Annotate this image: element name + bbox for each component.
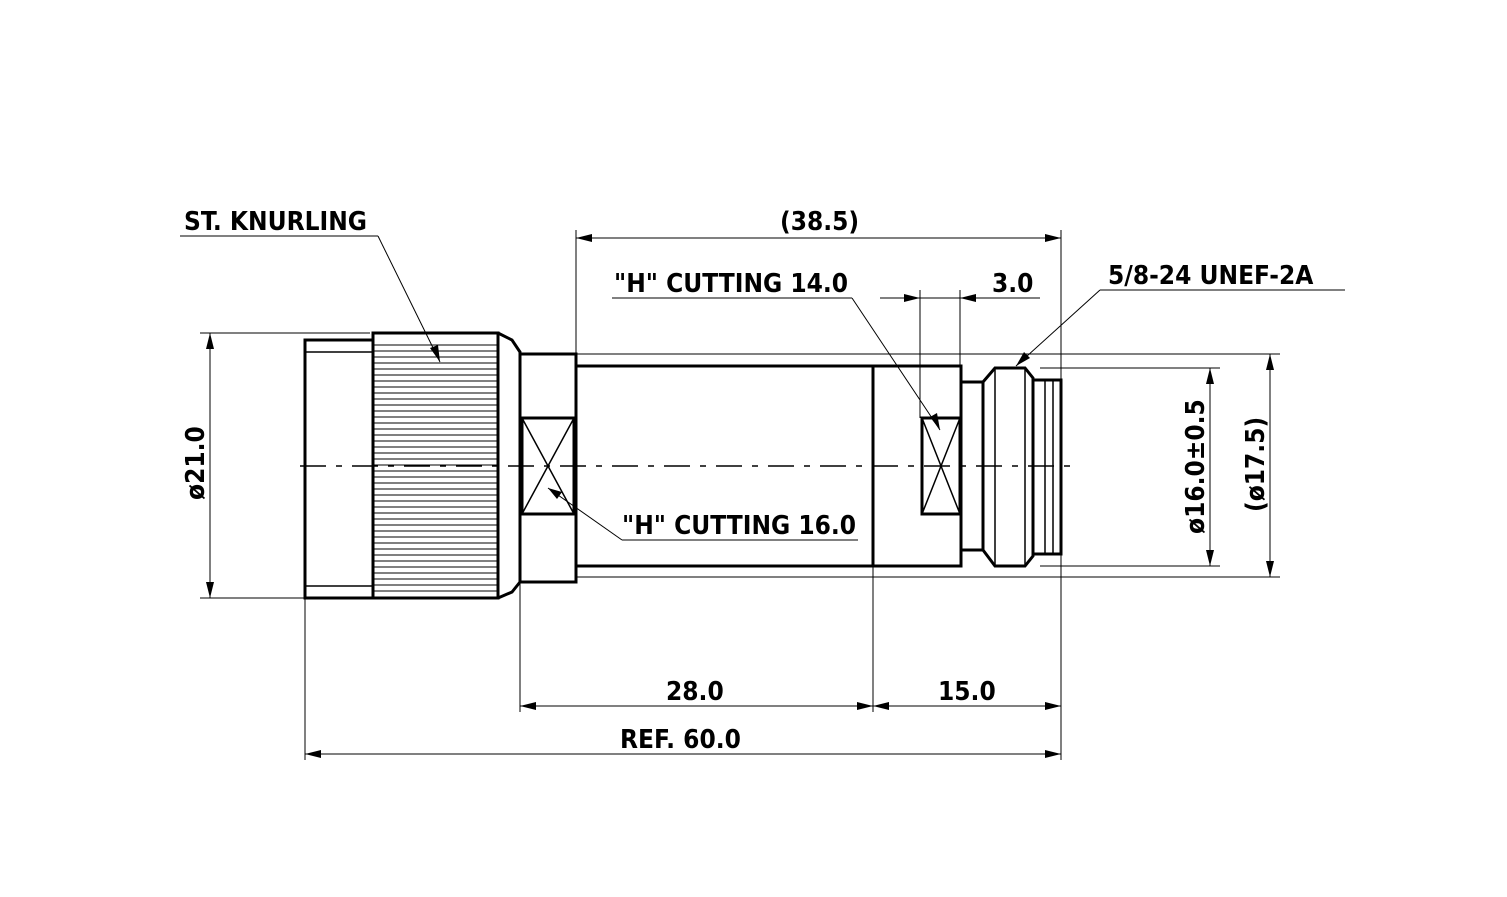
extension-lines — [200, 230, 1280, 760]
knurling-pattern — [373, 344, 498, 592]
flat-width-dimension: 3.0 — [992, 269, 1033, 299]
jack-thread — [959, 366, 1063, 568]
overall-body-dimension: (38.5) — [780, 207, 859, 237]
diameter-thread-dimension: ø16.0±0.5 — [1181, 399, 1211, 534]
diameter-left-dimension: ø21.0 — [181, 426, 211, 500]
leader-lines — [180, 235, 1345, 541]
coupling-nut — [303, 331, 522, 600]
body-length-dimension: 28.0 — [666, 677, 724, 707]
diameter-ref-dimension: (ø17.5) — [1241, 417, 1271, 512]
knurling-label: ST. KNURLING — [184, 207, 367, 237]
h-cutting-top-label: "H" CUTTING 14.0 — [614, 269, 848, 299]
jack-length-dimension: 15.0 — [938, 677, 996, 707]
thread-label: 5/8-24 UNEF-2A — [1108, 261, 1313, 291]
total-length-dimension: REF. 60.0 — [620, 725, 741, 755]
h-cutting-bottom-label: "H" CUTTING 16.0 — [622, 511, 856, 541]
dimension-lines — [206, 234, 1274, 758]
hex-section-left — [518, 352, 578, 584]
